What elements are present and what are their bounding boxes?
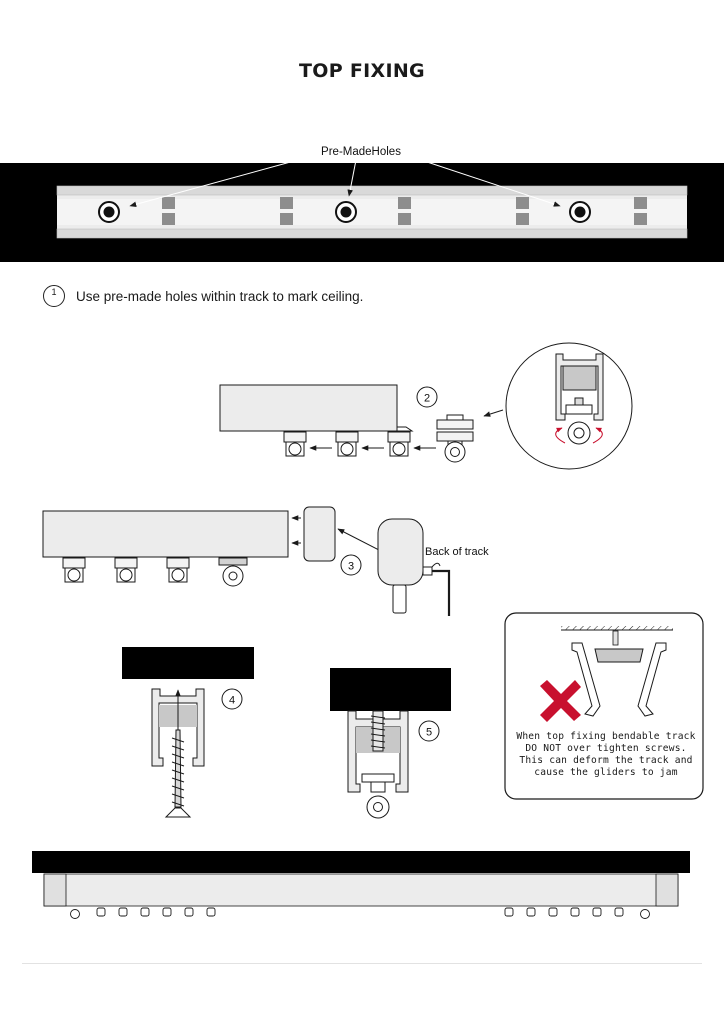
step-1-number: 1 [43, 285, 65, 307]
pre-made-holes-label: Pre-MadeHoles [321, 146, 401, 158]
pre-made-hole [335, 201, 357, 223]
back-of-track-label: Back of track [425, 546, 489, 558]
step-5-number: 5 [418, 720, 440, 742]
step-1-instruction: 1 Use pre-made holes within track to mar… [43, 285, 363, 307]
step-5-figure [330, 668, 451, 819]
pre-made-hole [98, 201, 120, 223]
svg-text:5: 5 [426, 727, 432, 739]
glider [283, 431, 307, 457]
warning-box [504, 612, 704, 800]
pre-made-hole [569, 201, 591, 223]
cross-icon [540, 680, 581, 722]
glider-row [70, 907, 650, 919]
step-3-figure [42, 506, 451, 616]
ceiling-block [122, 647, 254, 679]
warning-line: When top fixing bendable track [516, 731, 696, 742]
track-slots [162, 197, 647, 225]
page-title: TOP FIXING [299, 60, 425, 82]
ceiling-panel [32, 851, 690, 873]
warning-line: cause the gliders to jam [534, 767, 678, 778]
callout-leaders [129, 154, 561, 208]
screw [164, 729, 192, 818]
warning-text: When top fixing bendable track DO NOT ov… [515, 731, 697, 779]
end-cap [303, 506, 336, 562]
warning-line: This can deform the track and [519, 755, 693, 766]
glider [62, 557, 86, 583]
svg-text:4: 4 [229, 695, 235, 707]
deformed-track [571, 642, 667, 717]
step-2-number: 2 [416, 386, 438, 408]
step-2-figure [219, 342, 633, 470]
glider [166, 557, 190, 583]
step-4-number: 4 [221, 688, 243, 710]
step-4-figure [122, 647, 254, 818]
track-top-view: Pre-MadeHoles [0, 141, 724, 262]
glider [335, 431, 359, 457]
step-3-number: 3 [340, 554, 362, 576]
svg-text:2: 2 [424, 393, 430, 405]
step-1-text: Use pre-made holes within track to mark … [76, 288, 364, 304]
footer-divider [22, 963, 702, 964]
svg-text:3: 3 [348, 561, 354, 573]
end-stop [377, 518, 424, 586]
glider [114, 557, 138, 583]
warning-line: DO NOT over tighten screws. [525, 743, 687, 754]
glider [387, 431, 411, 457]
ceiling-block [330, 668, 451, 711]
track-side-view [32, 851, 690, 919]
